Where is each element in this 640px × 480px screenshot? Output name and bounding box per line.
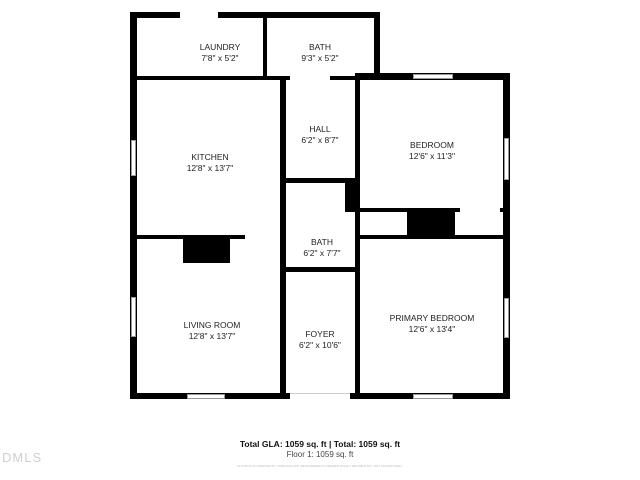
room-name: FOYER <box>305 329 335 339</box>
room-size: 12'8" x 13'7" <box>188 331 236 341</box>
door <box>460 208 500 212</box>
room-size: 6'2" x 7'7" <box>303 248 341 258</box>
room-size: 12'6" x 13'4" <box>408 324 456 334</box>
wall <box>130 12 380 18</box>
room-size: 6'2" x 10'6" <box>299 340 341 350</box>
wall <box>137 76 355 80</box>
door <box>180 12 218 18</box>
room-name: BATH <box>310 237 334 247</box>
window <box>131 140 136 176</box>
wall <box>355 76 360 393</box>
window <box>504 298 509 338</box>
room-name: PRIMARY BEDROOM <box>389 313 475 323</box>
chimney <box>407 208 455 238</box>
room-name: LIVING ROOM <box>183 320 241 330</box>
window <box>187 394 225 399</box>
room-size: 12'6" x 11'3" <box>409 151 455 161</box>
window <box>131 297 136 337</box>
door <box>290 393 350 400</box>
window <box>413 394 453 399</box>
room-name: KITCHEN <box>191 152 229 162</box>
wall <box>345 180 358 212</box>
room-name: HALL <box>309 124 331 134</box>
wall <box>130 12 137 399</box>
window <box>504 138 509 180</box>
fireplace <box>183 237 230 263</box>
wall <box>503 73 510 399</box>
wall <box>282 267 358 272</box>
wall <box>374 12 380 80</box>
room-size: 7'8" x 5'2" <box>201 53 239 63</box>
room-name: LAUNDRY <box>199 42 241 52</box>
room-name: BEDROOM <box>410 140 454 150</box>
disclaimer: FLOOR PLAN CREATED BY CUBICASA APP. MEAS… <box>237 464 403 468</box>
room-name: BATH <box>308 42 332 52</box>
wall <box>282 178 358 183</box>
window <box>413 74 453 79</box>
wall <box>358 235 503 239</box>
room-size: 12'8" x 13'7" <box>186 163 234 173</box>
door <box>245 235 280 239</box>
floor-total: Floor 1: 1059 sq. ft <box>286 450 354 459</box>
door <box>290 76 330 80</box>
totals: Total GLA: 1059 sq. ft | Total: 1059 sq.… <box>239 439 401 449</box>
wall <box>280 80 286 393</box>
watermark: DMLS <box>2 450 43 465</box>
room-size: 9'3" x 5'2" <box>301 53 339 63</box>
room-size: 6'2" x 8'7" <box>301 135 339 145</box>
wall <box>263 18 267 78</box>
